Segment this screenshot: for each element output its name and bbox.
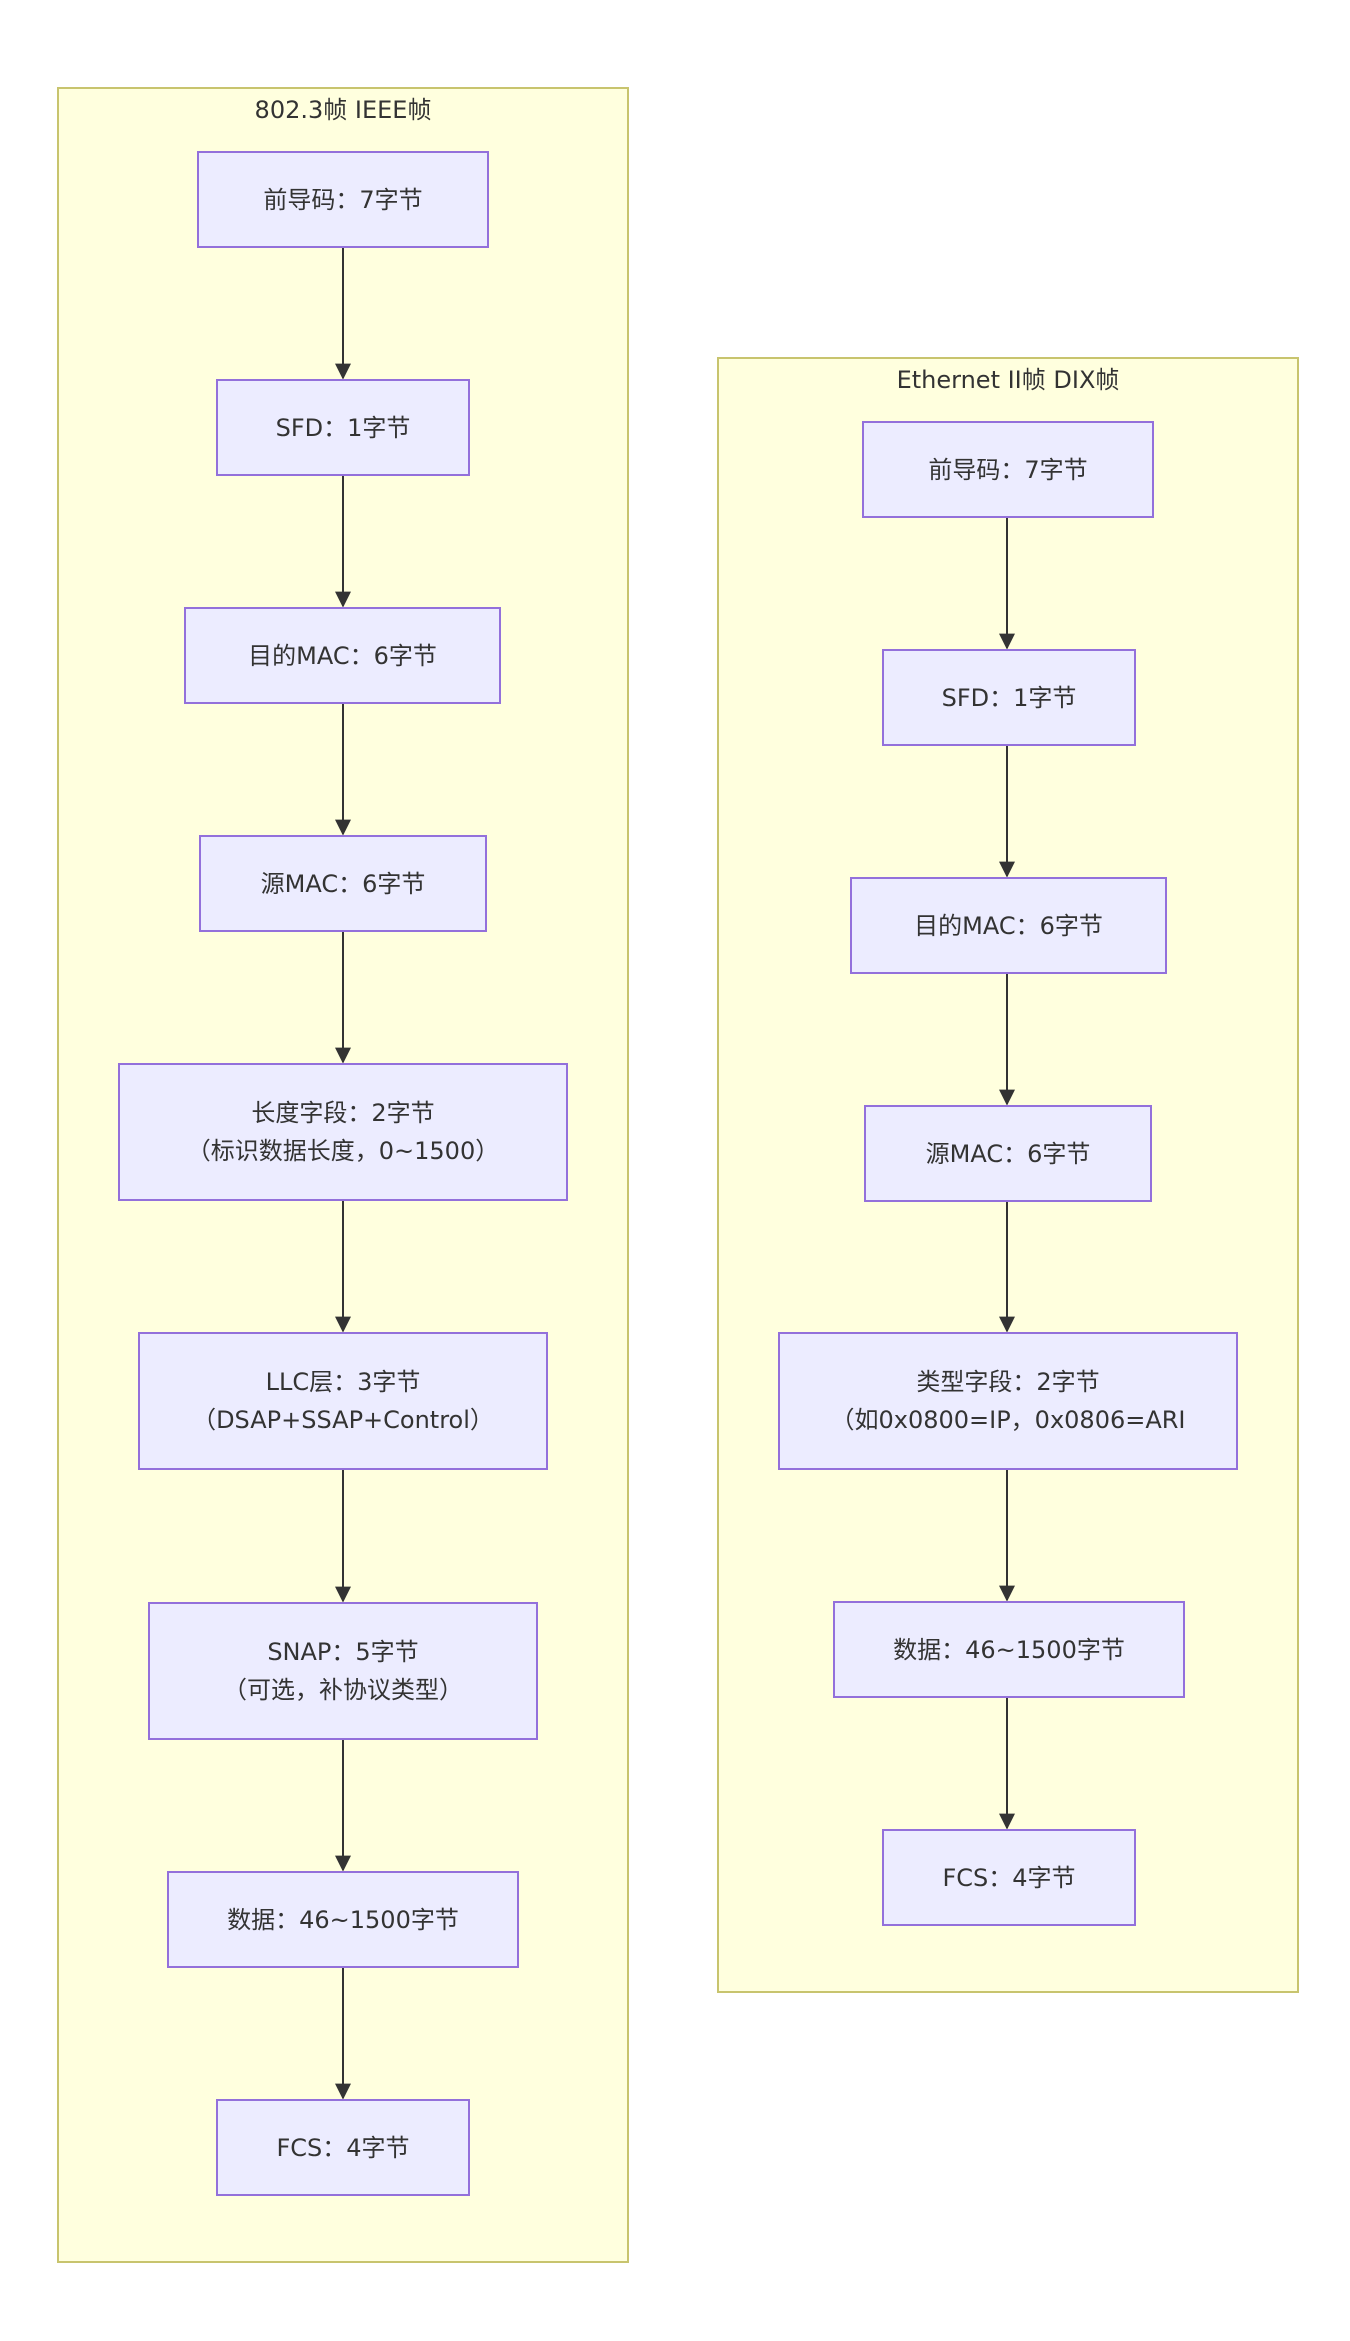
ieee-node-snap-line1: SNAP：5字节 (267, 1638, 419, 1666)
ieee-node-llc: LLC层：3字节 （DSAP+SSAP+Control） (138, 1332, 548, 1470)
dix-cluster-title: Ethernet II帧 DIX帧 (896, 366, 1120, 394)
dix-node-type-line1: 类型字段：2字节 (916, 1368, 1100, 1396)
ieee-node-fcs: FCS：4字节 (216, 2099, 470, 2196)
ieee-node-sfd: SFD：1字节 (216, 379, 470, 476)
ieee-node-data-label: 数据：46~1500字节 (227, 1905, 459, 1934)
dix-node-preamble: 前导码：7字节 (862, 421, 1154, 518)
ieee-node-length-line2: （标识数据长度，0~1500） (186, 1137, 500, 1165)
ieee-node-dest-mac: 目的MAC：6字节 (184, 607, 501, 704)
dix-node-dest-mac-label: 目的MAC：6字节 (914, 911, 1103, 940)
dix-node-data-label: 数据：46~1500字节 (893, 1635, 1125, 1664)
ieee-node-snap-line2: （可选，补协议类型） (223, 1676, 463, 1704)
ieee-node-fcs-label: FCS：4字节 (276, 2133, 410, 2162)
ieee-node-preamble: 前导码：7字节 (197, 151, 489, 248)
ieee-cluster-title: 802.3帧 IEEE帧 (254, 96, 432, 124)
dix-node-dest-mac: 目的MAC：6字节 (850, 877, 1167, 974)
ieee-node-preamble-label: 前导码：7字节 (263, 185, 423, 214)
ieee-node-length-line1: 长度字段：2字节 (251, 1099, 435, 1127)
ieee-node-dest-mac-label: 目的MAC：6字节 (248, 641, 437, 670)
dix-node-preamble-label: 前导码：7字节 (928, 455, 1088, 484)
dix-node-sfd: SFD：1字节 (882, 649, 1136, 746)
ieee-node-snap: SNAP：5字节 （可选，补协议类型） (148, 1602, 538, 1740)
dix-node-src-mac-label: 源MAC：6字节 (925, 1139, 1091, 1168)
ieee-node-src-mac: 源MAC：6字节 (199, 835, 487, 932)
dix-node-data: 数据：46~1500字节 (833, 1601, 1185, 1698)
dix-node-type-line2: （如0x0800=IP，0x0806=ARI (830, 1406, 1186, 1434)
ieee-node-llc-line2: （DSAP+SSAP+Control） (192, 1406, 494, 1434)
ieee-node-llc-line1: LLC层：3字节 (265, 1368, 421, 1396)
dix-node-sfd-label: SFD：1字节 (941, 683, 1077, 712)
dix-node-fcs-label: FCS：4字节 (942, 1863, 1076, 1892)
ieee-node-src-mac-label: 源MAC：6字节 (260, 869, 426, 898)
ieee-node-length-field: 长度字段：2字节 （标识数据长度，0~1500） (118, 1063, 568, 1201)
dix-node-type-field: 类型字段：2字节 （如0x0800=IP，0x0806=ARI (778, 1332, 1238, 1470)
ieee-node-sfd-label: SFD：1字节 (275, 413, 411, 442)
ieee-node-data: 数据：46~1500字节 (167, 1871, 519, 1968)
dix-node-src-mac: 源MAC：6字节 (864, 1105, 1152, 1202)
dix-node-fcs: FCS：4字节 (882, 1829, 1136, 1926)
